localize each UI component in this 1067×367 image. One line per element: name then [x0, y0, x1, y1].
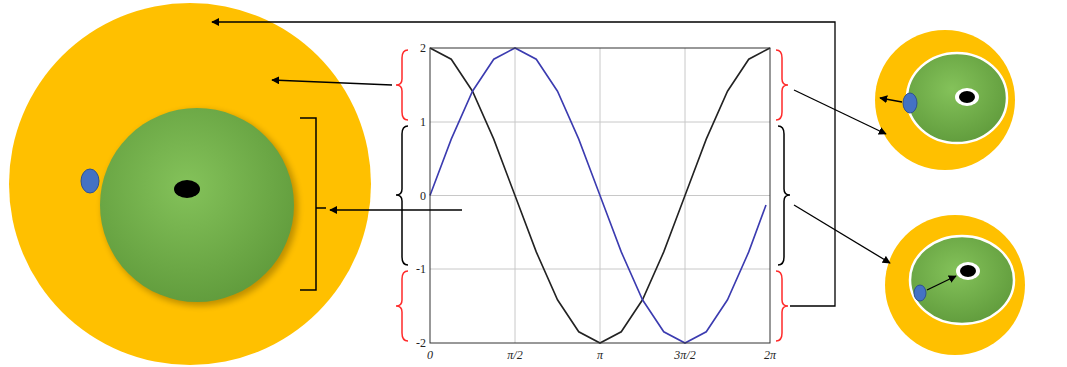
blue-particle	[81, 169, 99, 193]
axis-tick-label: π/2	[507, 348, 522, 362]
sine-curve	[430, 48, 766, 343]
small-cell-bottom	[885, 215, 1025, 355]
red-brace	[776, 50, 788, 120]
inner-region	[907, 53, 1007, 143]
axis-tick-label: 0	[420, 189, 426, 203]
arrow	[927, 276, 956, 290]
small-cell-top	[875, 30, 1015, 170]
arrow	[272, 80, 392, 85]
outer-region	[875, 30, 1015, 170]
outer-region	[9, 3, 371, 365]
cosine-curve	[430, 48, 770, 343]
red-brace	[396, 271, 408, 341]
arrow	[330, 209, 462, 210]
arrow	[794, 205, 890, 263]
axis-tick-label: 1	[420, 115, 426, 129]
black-core	[174, 180, 200, 198]
plot-frame	[430, 48, 770, 343]
arrow	[794, 90, 886, 134]
arrow	[880, 98, 902, 102]
outer-region	[885, 215, 1025, 355]
axis-tick-label: π	[597, 348, 603, 362]
inner-region	[910, 236, 1014, 324]
grid	[430, 48, 770, 343]
blue-particle	[903, 93, 917, 113]
plot	[430, 48, 770, 343]
black-brace	[396, 126, 408, 265]
blue-particle	[914, 285, 926, 301]
black-core	[960, 265, 976, 277]
black-brace	[778, 126, 790, 265]
axis-tick-label: -1	[416, 262, 426, 276]
axis-tick-label: 3π/2	[674, 348, 695, 362]
arrow	[212, 22, 835, 306]
inner-region	[100, 108, 294, 302]
red-brace	[776, 271, 788, 341]
axis-tick-label: 0	[427, 348, 433, 362]
large-cell	[9, 3, 371, 365]
core-ring	[956, 262, 980, 280]
axis-tick-label: -2	[416, 336, 426, 350]
axis-tick-label: 2	[420, 41, 426, 55]
core-ring	[955, 88, 979, 106]
black-core	[959, 91, 975, 103]
bracket	[300, 118, 326, 290]
axis-tick-label: 2π	[764, 348, 776, 362]
plot-area	[430, 48, 770, 343]
red-brace	[396, 50, 408, 120]
arrows	[212, 22, 956, 306]
